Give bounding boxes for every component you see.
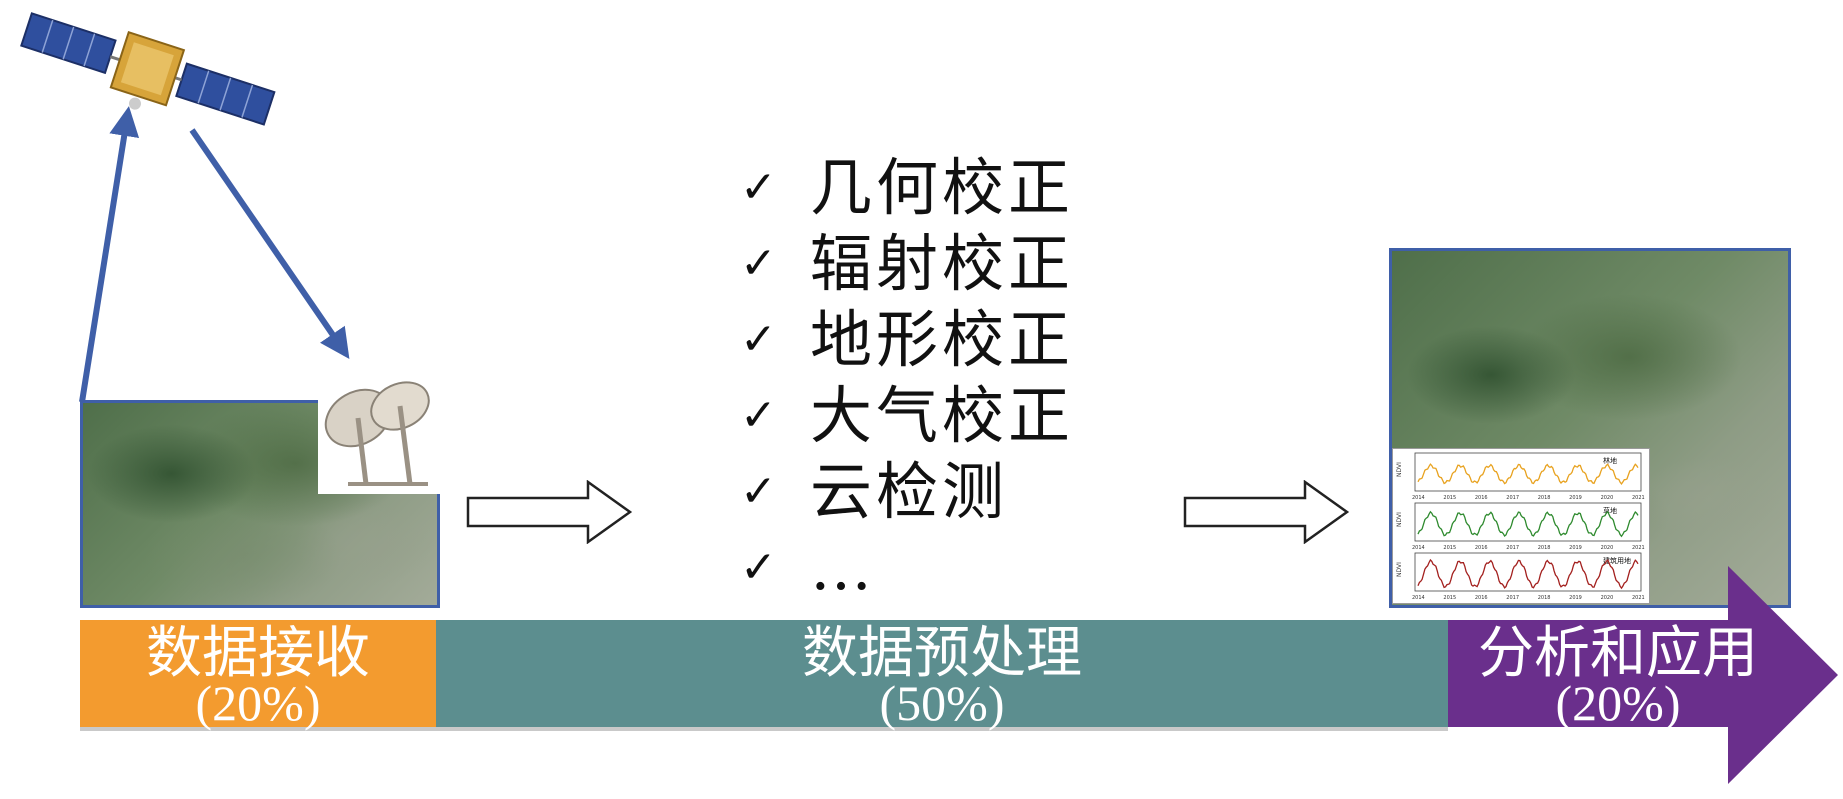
- stage-analysis-arrow: [1448, 566, 1838, 784]
- checklist-item: ✓ …: [740, 530, 1074, 606]
- ts-year-tick: 2014: [1412, 495, 1425, 501]
- check-icon: ✓: [740, 390, 777, 441]
- ts-series-label: 建筑用地: [1603, 556, 1631, 565]
- ts-series-label: 草地: [1603, 506, 1617, 515]
- ts-year-tick: 2019: [1569, 495, 1582, 501]
- ts-year-tick: 2016: [1475, 495, 1488, 501]
- ts-panel-frame: [1414, 552, 1642, 592]
- checklist-item: ✓ 辐射校正: [740, 226, 1074, 302]
- check-icon: ✓: [740, 238, 777, 289]
- ts-year-tick: 2020: [1601, 545, 1614, 551]
- checklist-label: 几何校正: [810, 151, 1075, 224]
- ts-year-tick: 2018: [1538, 595, 1551, 601]
- check-icon: ✓: [740, 314, 777, 365]
- check-icon: ✓: [740, 466, 777, 517]
- downlink-arrow: [189, 128, 350, 359]
- ts-series-line: [1417, 463, 1639, 485]
- ts-year-tick: 2020: [1601, 595, 1614, 601]
- stage-bar-shadow: [80, 727, 1448, 731]
- uplink-arrow: [79, 106, 140, 403]
- ts-year-tick: 2021: [1632, 595, 1645, 601]
- stage-percent: (20%): [195, 675, 321, 731]
- checklist-label: 云检测: [810, 455, 1009, 528]
- ts-panel-frame: [1414, 452, 1642, 492]
- stage-name: 分析和应用: [1478, 621, 1758, 686]
- ts-year-tick: 2016: [1475, 595, 1488, 601]
- checklist-label: 大气校正: [810, 379, 1075, 452]
- checklist-label: 辐射校正: [810, 227, 1075, 300]
- ts-panel-frame: [1414, 502, 1642, 542]
- checklist-item: ✓ 几何校正: [740, 150, 1074, 226]
- ts-series-line: [1417, 558, 1639, 590]
- ts-y-label: NDVI: [1396, 562, 1403, 577]
- stage-percent: (50%): [879, 675, 1005, 731]
- ts-year-tick: 2021: [1632, 495, 1645, 501]
- checklist-item: ✓ 地形校正: [740, 302, 1074, 378]
- ts-year-tick: 2017: [1506, 495, 1519, 501]
- checklist-item: ✓ 云检测: [740, 454, 1074, 530]
- satellite-icon: [20, 12, 276, 126]
- ts-series-line: [1417, 510, 1639, 538]
- ts-year-tick: 2021: [1632, 545, 1645, 551]
- ts-year-tick: 2016: [1475, 545, 1488, 551]
- checklist-item: ✓ 大气校正: [740, 378, 1074, 454]
- processing-checklist: ✓ 几何校正 ✓ 辐射校正 ✓ 地形校正 ✓ 大气校正 ✓ 云检测 ✓ …: [740, 150, 1074, 606]
- ts-year-tick: 2014: [1412, 595, 1425, 601]
- ts-series-label: 林地: [1603, 456, 1617, 465]
- ts-year-tick: 2020: [1601, 495, 1614, 501]
- ts-year-tick: 2018: [1538, 495, 1551, 501]
- flow-arrow-1: [466, 480, 633, 544]
- ts-y-label: NDVI: [1396, 462, 1403, 477]
- ts-year-tick: 2019: [1569, 595, 1582, 601]
- ts-year-tick: 2017: [1506, 595, 1519, 601]
- ground-antenna-icon: [324, 381, 430, 486]
- stage-name: 数据预处理: [802, 621, 1082, 686]
- stage-percent: (20%): [1555, 675, 1681, 731]
- stage-analysis-application: 分析和应用 (20%): [1448, 620, 1788, 731]
- ts-y-label: NDVI: [1396, 512, 1403, 527]
- stage-name: 数据接收: [146, 621, 370, 686]
- stage-preprocessing: 数据预处理 (50%): [436, 620, 1448, 731]
- check-icon: ✓: [740, 162, 777, 213]
- ts-year-tick: 2015: [1443, 545, 1456, 551]
- ts-year-tick: 2015: [1443, 495, 1456, 501]
- stage-data-receiving: 数据接收 (20%): [80, 620, 436, 731]
- check-icon: ✓: [740, 542, 777, 593]
- ts-year-tick: 2018: [1538, 545, 1551, 551]
- flow-arrow-2: [1183, 480, 1350, 544]
- ts-year-tick: 2014: [1412, 545, 1425, 551]
- ts-year-tick: 2019: [1569, 545, 1582, 551]
- ts-year-tick: 2017: [1506, 545, 1519, 551]
- checklist-label: 地形校正: [810, 303, 1075, 376]
- ts-year-tick: 2015: [1443, 595, 1456, 601]
- checklist-label: …: [810, 531, 876, 604]
